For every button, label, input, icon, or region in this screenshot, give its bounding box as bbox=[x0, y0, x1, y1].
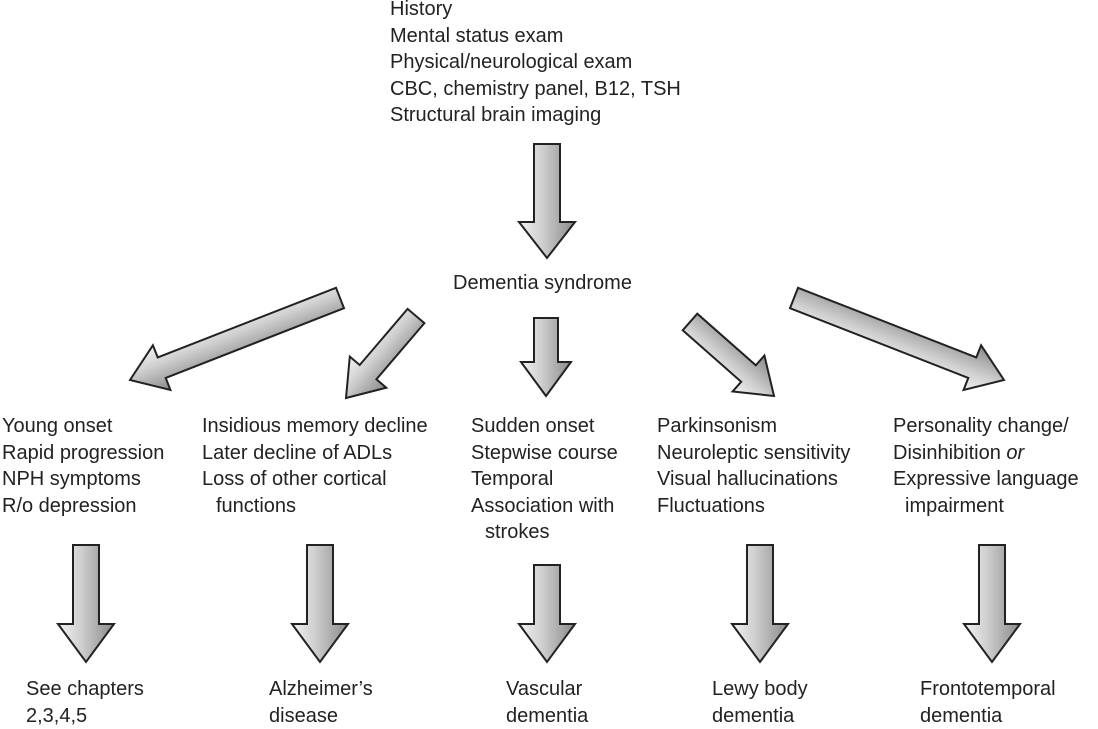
criteria-column-1: Young onset Rapid progression NPH sympto… bbox=[2, 413, 164, 519]
criteria-line: impairment bbox=[893, 493, 1079, 520]
workup-item-physical-exam: Physical/neurological exam bbox=[390, 49, 681, 76]
outcome-column-2: Alzheimer’s disease bbox=[269, 676, 373, 729]
down-arrow-column-4 bbox=[732, 545, 788, 662]
criteria-column-5: Personality change/ Disinhibition or Exp… bbox=[893, 413, 1079, 519]
outcome-line: disease bbox=[269, 703, 373, 729]
down-arrow-column-5 bbox=[964, 545, 1020, 662]
arrow-to-column-3 bbox=[521, 318, 571, 396]
down-arrow-column-3 bbox=[519, 565, 575, 662]
criteria-line: Neuroleptic sensitivity bbox=[657, 440, 850, 467]
workup-item-mental-status: Mental status exam bbox=[390, 23, 681, 50]
down-arrow-to-syndrome bbox=[519, 144, 575, 258]
arrow-to-column-1 bbox=[130, 288, 344, 390]
criteria-emphasis: or bbox=[1006, 442, 1024, 464]
outcome-line: dementia bbox=[920, 703, 1056, 729]
criteria-line: NPH symptoms bbox=[2, 466, 164, 493]
outcome-line: Lewy body bbox=[712, 676, 808, 703]
criteria-line: Insidious memory decline bbox=[202, 413, 428, 440]
initial-workup-list: History Mental status exam Physical/neur… bbox=[390, 0, 681, 129]
criteria-column-2: Insidious memory decline Later decline o… bbox=[202, 413, 428, 519]
criteria-line: Sudden onset bbox=[471, 413, 618, 440]
outcome-column-3: Vascular dementia bbox=[506, 676, 588, 729]
criteria-line: Rapid progression bbox=[2, 440, 164, 467]
criteria-line: Young onset bbox=[2, 413, 164, 440]
down-arrow-column-1 bbox=[58, 545, 114, 662]
criteria-line: R/o depression bbox=[2, 493, 164, 520]
criteria-text: Disinhibition bbox=[893, 442, 1006, 464]
criteria-line: functions bbox=[202, 493, 428, 520]
workup-item-labs: CBC, chemistry panel, B12, TSH bbox=[390, 76, 681, 103]
criteria-column-4: Parkinsonism Neuroleptic sensitivity Vis… bbox=[657, 413, 850, 519]
outcome-column-4: Lewy body dementia bbox=[712, 676, 808, 729]
outcome-column-1: See chapters 2,3,4,5 bbox=[26, 676, 144, 729]
criteria-column-3: Sudden onset Stepwise course Temporal As… bbox=[471, 413, 618, 546]
outcome-line: Alzheimer’s bbox=[269, 676, 373, 703]
down-arrow-column-2 bbox=[292, 545, 348, 662]
arrow-group bbox=[58, 144, 1020, 662]
outcome-line: Vascular bbox=[506, 676, 588, 703]
outcome-line: See chapters bbox=[26, 676, 144, 703]
criteria-line: Disinhibition or bbox=[893, 440, 1079, 467]
criteria-line: Stepwise course bbox=[471, 440, 618, 467]
workup-item-imaging: Structural brain imaging bbox=[390, 102, 681, 129]
criteria-line: strokes bbox=[471, 519, 618, 546]
criteria-line: Expressive language bbox=[893, 466, 1079, 493]
criteria-line: Later decline of ADLs bbox=[202, 440, 428, 467]
criteria-line: Visual hallucinations bbox=[657, 466, 850, 493]
outcome-line: dementia bbox=[506, 703, 588, 729]
outcome-line: 2,3,4,5 bbox=[26, 703, 144, 729]
outcome-line: dementia bbox=[712, 703, 808, 729]
arrow-to-column-2 bbox=[346, 309, 424, 398]
criteria-line: Personality change/ bbox=[893, 413, 1079, 440]
criteria-line: Loss of other cortical bbox=[202, 466, 428, 493]
outcome-line: Frontotemporal bbox=[920, 676, 1056, 703]
criteria-line: Association with bbox=[471, 493, 618, 520]
criteria-line: Parkinsonism bbox=[657, 413, 850, 440]
dementia-syndrome-label: Dementia syndrome bbox=[453, 270, 632, 297]
workup-item-history: History bbox=[390, 0, 681, 23]
criteria-line: Temporal bbox=[471, 466, 618, 493]
arrow-to-column-4 bbox=[683, 314, 774, 396]
outcome-column-5: Frontotemporal dementia bbox=[920, 676, 1056, 729]
arrow-to-column-5 bbox=[790, 288, 1004, 390]
criteria-line: Fluctuations bbox=[657, 493, 850, 520]
